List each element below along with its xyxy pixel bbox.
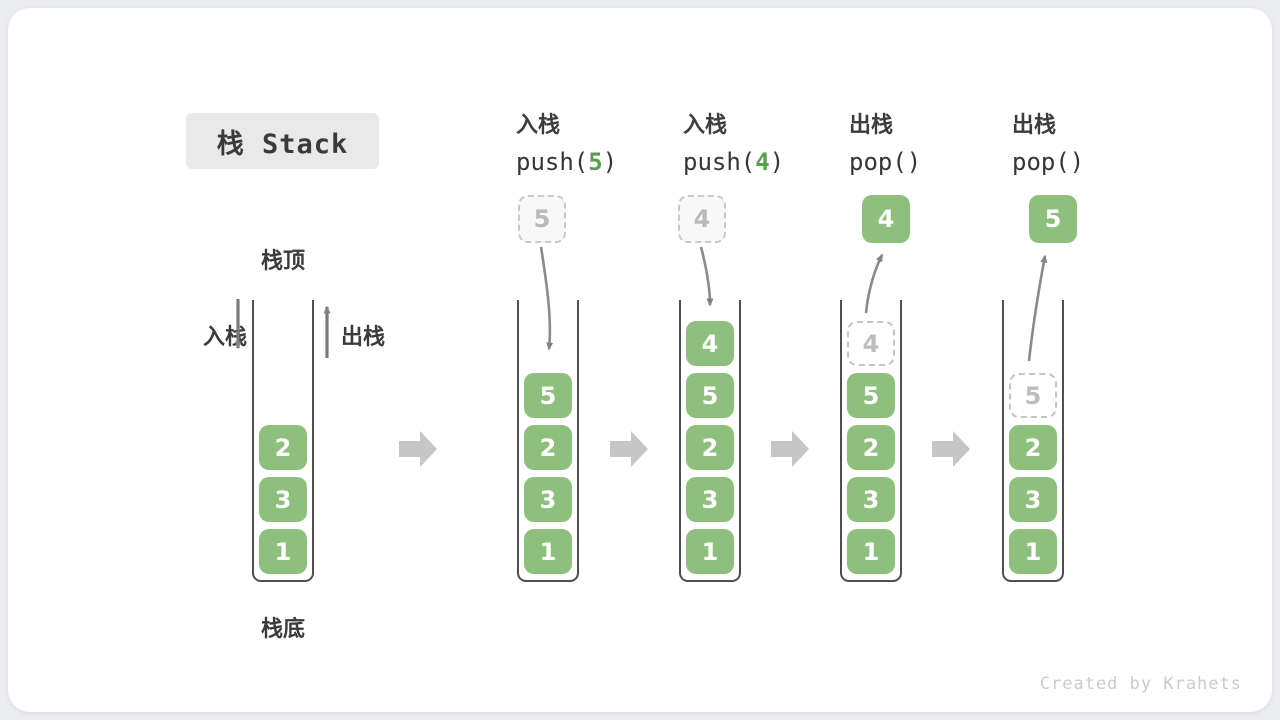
- stack-cell: 3: [847, 477, 895, 522]
- stack-after-push4: 4 5 2 3 1: [679, 300, 741, 582]
- stack-cell: 2: [259, 425, 307, 470]
- op-label: 出栈: [849, 113, 894, 138]
- stack-cell: 5: [524, 373, 572, 418]
- title-text: 栈 Stack: [216, 128, 349, 160]
- code-pre: pop(: [849, 148, 907, 176]
- code-post: ): [602, 148, 618, 176]
- code-pre: push(: [516, 148, 589, 176]
- stack-cell: 5: [847, 373, 895, 418]
- op-code: push(4): [683, 148, 853, 176]
- stack-cell: 2: [686, 425, 734, 470]
- stack-cell-ghost: 4: [847, 321, 895, 366]
- stack-after-pop5: 5 2 3 1: [1002, 300, 1064, 582]
- op-code: pop(): [849, 148, 1019, 176]
- code-pre: pop(: [1012, 148, 1070, 176]
- step-header-push4: 入栈 push(4): [683, 107, 853, 176]
- step-header-pop5: 出栈 pop(): [1012, 107, 1182, 176]
- stack-cell: 2: [847, 425, 895, 470]
- stack-cell: 2: [524, 425, 572, 470]
- step-header-push5: 入栈 push(5): [516, 107, 686, 176]
- floating-value-push4: 4: [678, 195, 726, 243]
- watermark: Created by Krahets: [1039, 674, 1242, 694]
- step-header-pop4: 出栈 pop(): [849, 107, 1019, 176]
- stack-after-pop4: 4 5 2 3 1: [840, 300, 902, 582]
- pop-side-label: 出栈: [341, 325, 386, 350]
- stack-cell-ghost: 5: [1009, 373, 1057, 418]
- code-post: ): [1069, 148, 1085, 176]
- stack-cell: 1: [524, 529, 572, 574]
- code-post: ): [769, 148, 785, 176]
- code-pre: push(: [683, 148, 756, 176]
- stack-cell: 4: [686, 321, 734, 366]
- floating-value-pop4: 4: [862, 195, 910, 243]
- code-post: ): [906, 148, 922, 176]
- stack-top-label: 栈顶: [260, 249, 305, 274]
- stack-cell: 2: [1009, 425, 1057, 470]
- code-arg: 5: [588, 148, 603, 176]
- stack-cell: 1: [1009, 529, 1057, 574]
- stack-cell: 3: [686, 477, 734, 522]
- op-label: 出栈: [1012, 113, 1057, 138]
- stack-cell: 1: [259, 529, 307, 574]
- stack-cell: 1: [686, 529, 734, 574]
- title-badge: 栈 Stack: [186, 113, 379, 169]
- push-side-label: 入栈: [202, 325, 247, 350]
- op-code: pop(): [1012, 148, 1182, 176]
- stack-bottom-label: 栈底: [260, 617, 305, 642]
- floating-value-pop5: 5: [1029, 195, 1077, 243]
- floating-value-push5: 5: [518, 195, 566, 243]
- op-label: 入栈: [683, 113, 728, 138]
- stack-initial: 2 3 1: [252, 300, 314, 582]
- op-label: 入栈: [516, 113, 561, 138]
- stack-cell: 3: [1009, 477, 1057, 522]
- stack-after-push5: 5 2 3 1: [517, 300, 579, 582]
- op-code: push(5): [516, 148, 686, 176]
- stack-cell: 1: [847, 529, 895, 574]
- stack-cell: 3: [259, 477, 307, 522]
- code-arg: 4: [755, 148, 770, 176]
- stack-cell: 3: [524, 477, 572, 522]
- stack-cell: 5: [686, 373, 734, 418]
